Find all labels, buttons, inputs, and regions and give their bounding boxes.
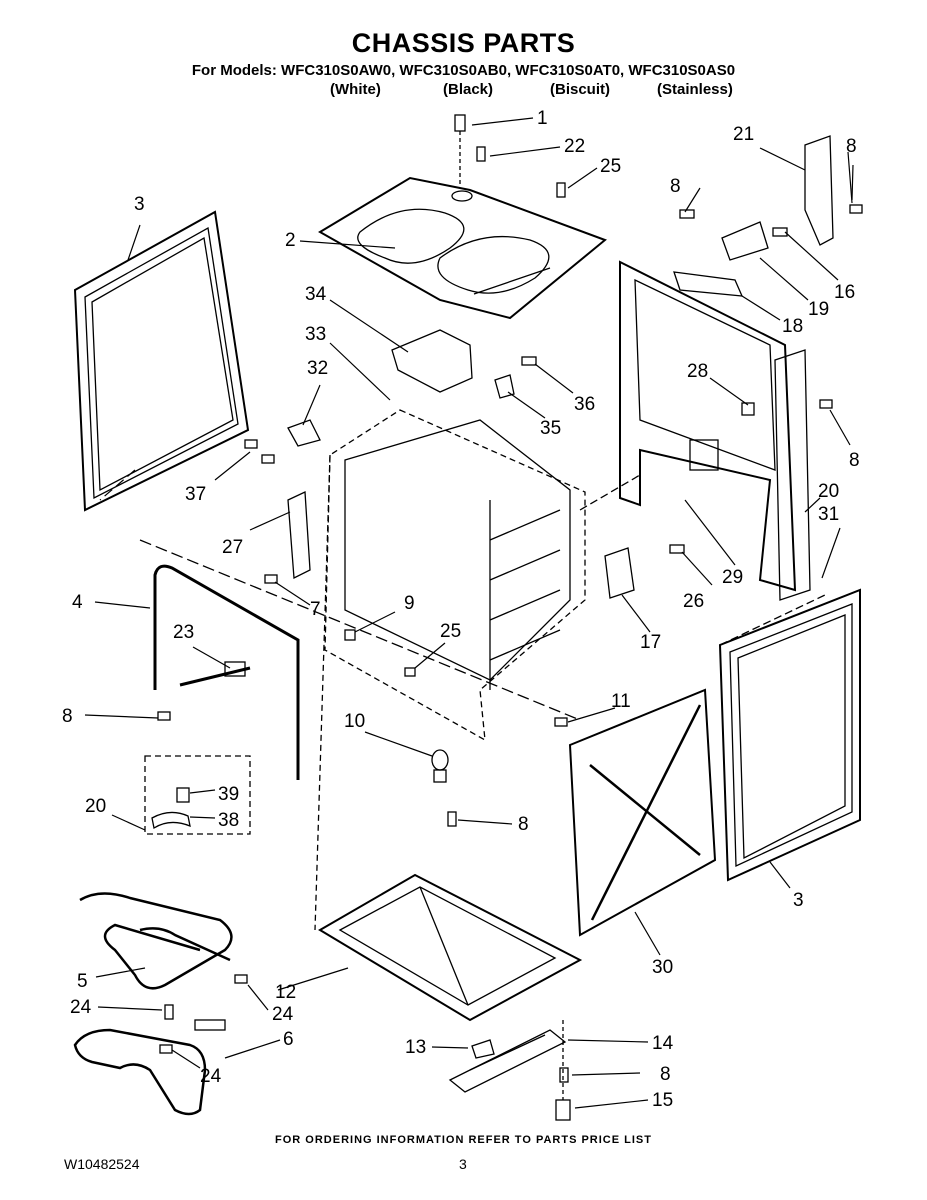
callout-leaders [84, 117, 854, 1109]
variant-stainless: (Stainless) [657, 81, 733, 98]
part-door-frame-left [73, 210, 250, 512]
callout-16: 16 [834, 282, 855, 303]
callout-11: 11 [611, 691, 631, 712]
callout-29: 29 [722, 567, 743, 588]
callout-2: 2 [285, 230, 296, 251]
callout-14: 14 [652, 1033, 674, 1054]
callout-15: 15 [652, 1090, 673, 1111]
model-variants: (White) (Black) (Biscuit) (Stainless) [0, 81, 927, 99]
part-screws-top [454, 114, 863, 219]
part-side-trim-right [741, 349, 833, 601]
callout-24a: 24 [70, 997, 92, 1018]
callout-17: 17 [640, 632, 661, 653]
callout-39: 39 [218, 784, 239, 805]
callout-13: 13 [405, 1037, 426, 1058]
callout-26: 26 [683, 591, 704, 612]
part-bottom-tray [318, 873, 583, 1022]
callout-5: 5 [77, 971, 88, 992]
callout-28: 28 [687, 361, 708, 382]
models-line: For Models: WFC310S0AW0, WFC310S0AB0, WF… [191, 62, 736, 79]
part-door-frame-right [718, 588, 861, 882]
callout-30: 30 [652, 957, 673, 978]
callout-32: 32 [307, 358, 328, 379]
callout-36: 36 [574, 394, 595, 415]
callout-24c: 24 [200, 1066, 222, 1087]
callout-33: 33 [305, 324, 326, 345]
callout-8a: 8 [846, 136, 857, 157]
callout-35: 35 [540, 418, 561, 439]
callout-38: 38 [218, 810, 239, 831]
variant-white: (White) [330, 81, 381, 98]
variant-black: (Black) [443, 81, 494, 98]
callout-19: 19 [808, 299, 829, 320]
part-side-panel [554, 688, 717, 937]
part-brackets-upper-right [673, 135, 834, 297]
callout-25b: 25 [440, 621, 461, 642]
part-small-components-center [244, 329, 537, 464]
page-title: CHASSIS PARTS [351, 28, 576, 58]
callout-7: 7 [310, 599, 321, 620]
page-number: 3 [459, 1156, 467, 1172]
callout-22: 22 [564, 136, 585, 157]
callout-20a: 20 [818, 481, 839, 502]
part-bake-element [73, 1004, 226, 1116]
part-inset-box [144, 755, 251, 835]
part-broil-element [79, 892, 248, 990]
callout-labels: 1 22 25 21 8 8 2 34 33 32 36 35 28 8 16 … [62, 108, 860, 1111]
part-left-side-components [139, 491, 581, 780]
part-fasteners-center [344, 629, 457, 827]
callout-20b: 20 [85, 796, 106, 817]
part-bottom-bracket [448, 1020, 571, 1121]
part-rear-panel [579, 260, 797, 592]
callout-24b: 24 [272, 1004, 294, 1025]
callout-6: 6 [283, 1029, 294, 1050]
callout-4: 4 [72, 592, 83, 613]
callout-8f: 8 [660, 1064, 671, 1085]
callout-1: 1 [537, 108, 548, 129]
callout-34: 34 [305, 284, 327, 305]
callout-37: 37 [185, 484, 206, 505]
callout-31: 31 [818, 504, 839, 525]
callout-3b: 3 [793, 890, 804, 911]
part-bracket-17 [604, 544, 685, 599]
variant-biscuit: (Biscuit) [550, 81, 610, 98]
callout-8e: 8 [518, 814, 529, 835]
document-number: W10482524 [64, 1156, 140, 1172]
callout-8b: 8 [670, 176, 681, 197]
part-cooktop [318, 176, 607, 320]
callout-23: 23 [173, 622, 194, 643]
callout-8d: 8 [62, 706, 73, 727]
callout-9: 9 [404, 593, 415, 614]
part-oven-cavity [314, 409, 586, 931]
callout-8c: 8 [849, 450, 860, 471]
ordering-note: FOR ORDERING INFORMATION REFER TO PARTS … [275, 1134, 652, 1146]
callout-12: 12 [275, 982, 296, 1003]
callout-27: 27 [222, 537, 243, 558]
callout-21: 21 [733, 124, 754, 145]
callout-10: 10 [344, 711, 365, 732]
callout-25: 25 [600, 156, 621, 177]
callout-18: 18 [782, 316, 803, 337]
callout-3a: 3 [134, 194, 145, 215]
